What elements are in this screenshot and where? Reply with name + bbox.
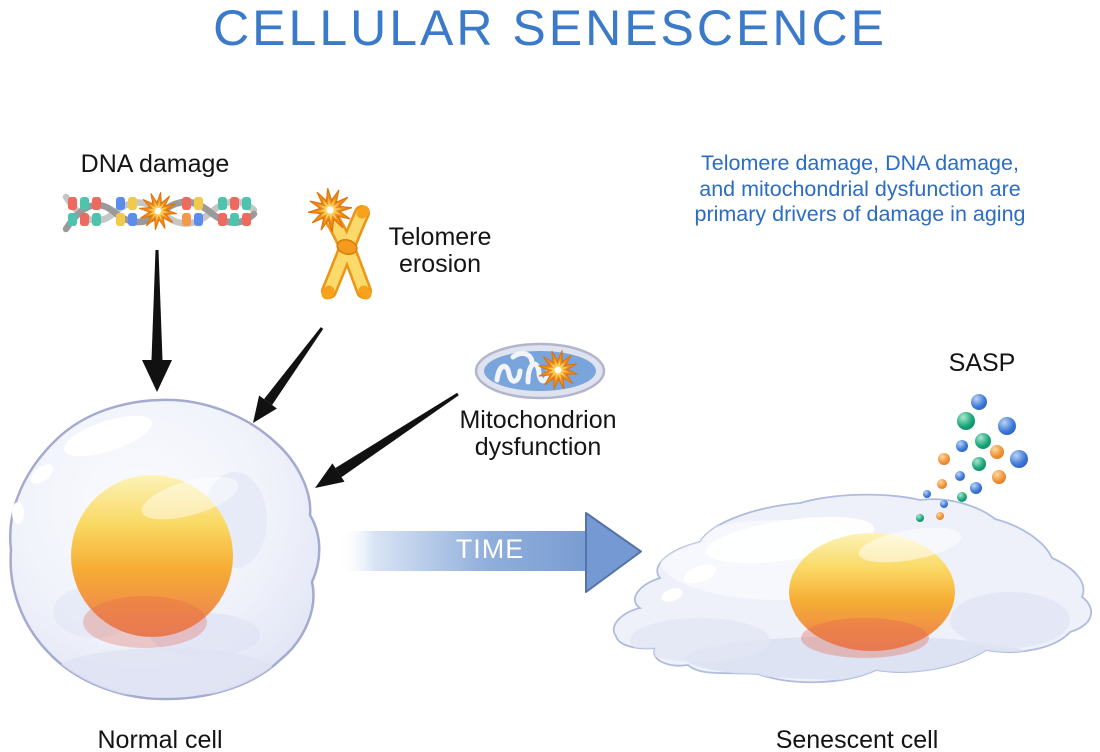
nucleus-gloss <box>858 527 962 563</box>
sasp-particle <box>990 445 1004 459</box>
sasp-particle <box>955 471 965 481</box>
sasp-particle <box>971 394 987 410</box>
sasp-particle <box>998 417 1016 435</box>
telomere-damage-arrow <box>253 327 324 423</box>
sasp-particle <box>970 482 982 494</box>
diagram-title: CELLULAR SENESCENCE <box>213 0 887 56</box>
normal-cell-highlight <box>64 415 152 457</box>
senescent-cell-highlight <box>661 588 683 602</box>
damage-arrows <box>142 250 459 488</box>
chromosome-icon <box>306 186 372 300</box>
sasp-particle <box>957 412 975 430</box>
dna-damage-label: DNA damage <box>80 150 230 178</box>
time-arrow-label: TIME <box>455 534 525 564</box>
sasp-particle <box>937 479 947 489</box>
mitochondrion-icon <box>474 344 606 398</box>
sasp-particle <box>938 453 950 465</box>
note-line: and mitochondrial dysfunction are <box>699 176 1021 201</box>
sasp-particle <box>957 492 967 502</box>
sasp-particle <box>972 457 986 471</box>
mitochondrion-cristae <box>494 351 552 385</box>
normal-cell-nucleus <box>71 475 239 648</box>
sasp-particle <box>992 470 1006 484</box>
senescent-cell-nucleus <box>789 527 962 658</box>
centromere <box>336 239 358 255</box>
mitochondrion-damage-arrow <box>315 392 459 488</box>
dna-helix-icon <box>62 190 258 233</box>
sasp-particle <box>936 512 944 520</box>
note-line: Telomere damage, DNA damage, <box>701 151 1019 175</box>
senescent-cell-illustration <box>612 493 1093 684</box>
normal-cell-highlight <box>12 502 24 524</box>
sasp-particle <box>956 440 968 452</box>
normal-cell-illustration <box>9 398 321 701</box>
mitochondrion-dysfunction-label: Mitochondrion dysfunction <box>459 406 617 461</box>
dna-base-pairs <box>68 197 251 226</box>
sasp-particle <box>1010 450 1028 468</box>
senescent-cell-highlight <box>683 564 717 584</box>
senescent-cell-label: Senescent cell <box>775 726 939 752</box>
sasp-particle <box>940 500 948 508</box>
telomere-erosion-label: Telomere erosion <box>388 223 492 278</box>
aging-drivers-note: Telomere damage, DNA damage, and mitocho… <box>690 151 1030 228</box>
sasp-particle <box>923 490 931 498</box>
dna-damage-arrow <box>142 250 172 392</box>
note-line: primary drivers of damage in aging <box>694 202 1026 226</box>
sasp-particle <box>916 514 924 522</box>
time-arrow <box>338 512 642 593</box>
sasp-label: SASP <box>948 349 1016 377</box>
normal-cell-label: Normal cell <box>97 726 223 752</box>
sasp-particle <box>975 433 991 449</box>
sasp-particles <box>916 394 1028 522</box>
normal-cell-highlight <box>30 464 54 484</box>
nucleus-gloss <box>141 476 239 520</box>
